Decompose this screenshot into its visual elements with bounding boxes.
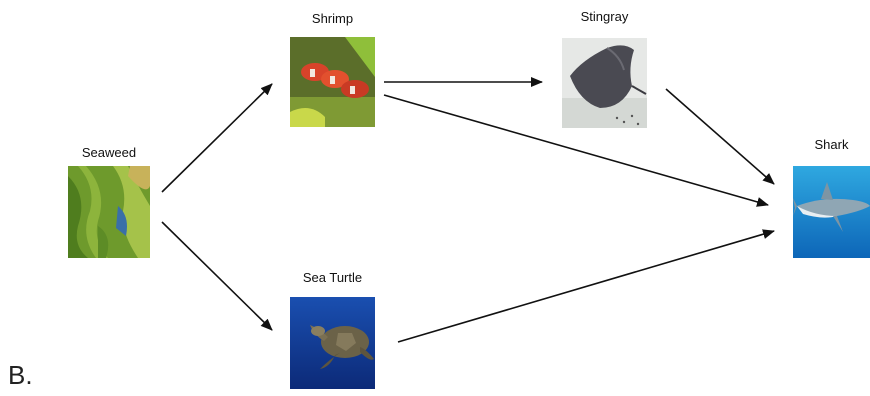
arrow-sea-turtle-to-shark xyxy=(398,231,774,342)
seaweed-label: Seaweed xyxy=(68,145,150,160)
sea-turtle-image xyxy=(290,297,375,389)
arrow-seaweed-to-sea-turtle xyxy=(162,222,272,330)
stingray-label: Stingray xyxy=(562,9,647,24)
sea-turtle-label: Sea Turtle xyxy=(290,270,375,285)
shark-label: Shark xyxy=(793,137,870,152)
shrimp-label: Shrimp xyxy=(290,11,375,26)
stingray-image xyxy=(562,38,647,128)
shrimp-image xyxy=(290,37,375,127)
arrow-seaweed-to-shrimp xyxy=(162,84,272,192)
arrow-stingray-to-shark xyxy=(666,89,774,184)
seaweed-image xyxy=(68,166,150,258)
shark-image xyxy=(793,166,870,258)
option-letter: B. xyxy=(8,360,33,391)
